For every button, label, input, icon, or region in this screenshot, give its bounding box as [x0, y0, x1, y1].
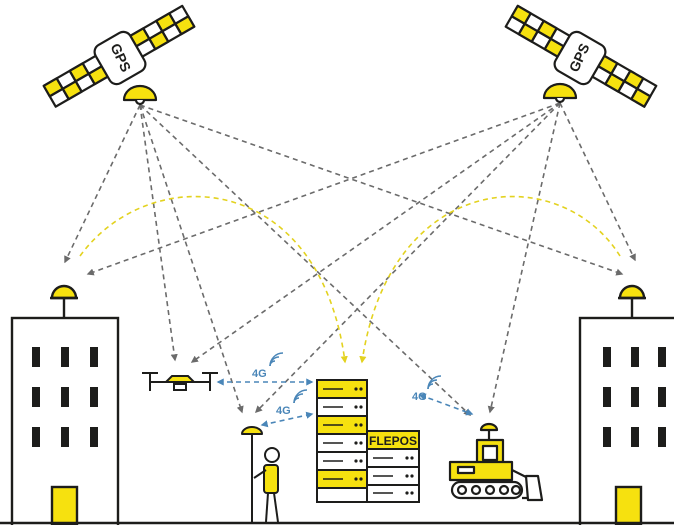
signal-right-to-drone — [190, 102, 561, 363]
wifi-icon — [427, 375, 442, 390]
building-left — [10, 284, 120, 525]
wifi-icon — [269, 352, 284, 367]
wifi-symbols — [269, 352, 442, 404]
solar-panel-left — [42, 54, 109, 108]
tractor-antenna — [479, 422, 499, 432]
surveyor — [241, 426, 280, 523]
signal-left-to-drone — [139, 104, 178, 362]
arc-left-station-to-server — [79, 195, 348, 364]
network-links — [216, 378, 474, 428]
solar-panel-left — [504, 4, 571, 58]
signal-right-to-tractor — [487, 102, 561, 414]
signal-right-to-left-station — [86, 102, 561, 276]
building-right — [578, 284, 674, 525]
wifi-icon — [293, 389, 308, 404]
signal-left-to-left-station — [64, 104, 141, 264]
tractor — [448, 422, 544, 502]
building-door — [614, 485, 643, 525]
satellite-dish — [542, 82, 578, 100]
satellite-left — [42, 4, 196, 108]
signal-left-to-rover — [139, 104, 244, 414]
server-label: FLEPOS — [369, 434, 417, 448]
gps-signal-lines — [64, 102, 636, 416]
correction-arcs — [79, 195, 621, 364]
solar-panel-right — [129, 4, 196, 58]
satellite-right — [504, 4, 658, 108]
solar-panel-right — [591, 54, 658, 108]
link-label-drone: 4G — [252, 368, 267, 380]
link-server-tractor — [418, 393, 474, 416]
building-door — [50, 485, 79, 525]
link-label-rover: 4G — [276, 405, 291, 417]
reference-station-antenna — [50, 284, 78, 300]
signal-right-to-rover — [254, 102, 561, 414]
building-windows — [32, 347, 98, 447]
satellite-dish — [122, 84, 158, 102]
signal-left-to-tractor — [139, 104, 472, 416]
drone — [142, 372, 218, 391]
satellite-body — [553, 30, 607, 86]
signal-left-to-right-station — [139, 104, 624, 276]
arc-right-station-to-server — [359, 195, 621, 364]
rover-antenna — [241, 426, 263, 435]
reference-station-antenna — [618, 284, 646, 300]
server-stack — [316, 379, 420, 503]
signal-right-to-right-station — [559, 102, 636, 262]
satellite-body — [93, 30, 147, 86]
building-windows — [603, 347, 666, 447]
link-label-tractor: 4G — [412, 391, 427, 403]
